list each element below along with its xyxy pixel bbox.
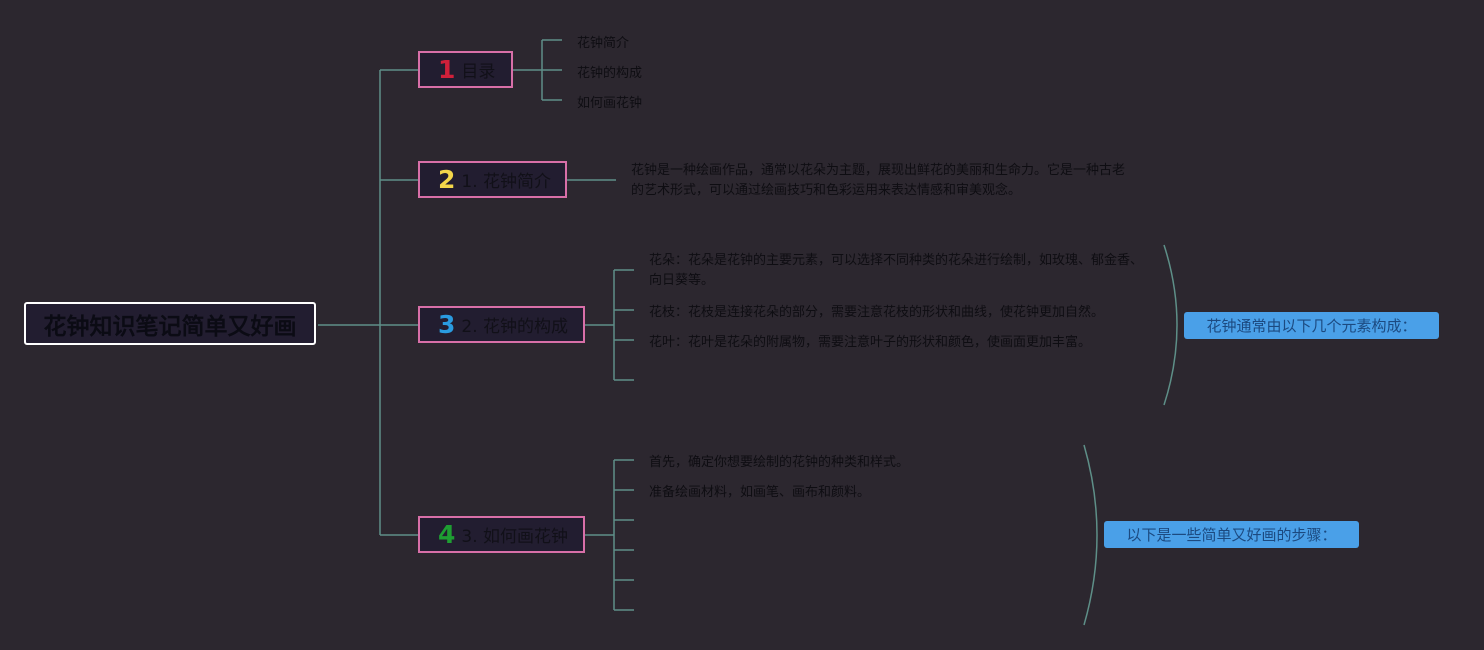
branch-4-summary-label: 以下是一些简单又好画的步骤： (1126, 526, 1337, 544)
branch-4-label: 3. 如何画花钟 (461, 527, 569, 547)
summary-bracket-b3 (1163, 244, 1178, 406)
branch-3-item-2[interactable]: 花枝：花枝是连接花朵的部分，需要注意花枝的形状和曲线，使花钟更加自然。 (649, 305, 1105, 320)
branch-3-label: 2. 花钟的构成 (461, 317, 569, 337)
root-topic[interactable]: 花钟知识笔记简单又好画 (24, 302, 316, 345)
branch-3-item-1[interactable]: 花朵：花朵是花钟的主要元素，可以选择不同种类的花朵进行绘制，如玫瑰、郁金香、向日… (649, 253, 1144, 288)
branch-3-summary[interactable]: 花钟通常由以下几个元素构成： (1184, 312, 1439, 339)
branch-3-summary-label: 花钟通常由以下几个元素构成： (1206, 317, 1417, 335)
branch-1-item-1[interactable]: 花钟简介 (577, 36, 630, 51)
branch-1-label: 目录 (461, 62, 496, 82)
branch-1-toc[interactable]: 1 目录 (418, 51, 513, 88)
branch-3-number: 3 (438, 310, 456, 339)
branch-4-number: 4 (438, 520, 456, 549)
summary-bracket-b4 (1083, 444, 1098, 626)
branch-4-summary[interactable]: 以下是一些简单又好画的步骤： (1104, 521, 1359, 548)
root-title: 花钟知识笔记简单又好画 (43, 313, 297, 340)
branch-2-label: 1. 花钟简介 (461, 172, 552, 192)
branch-4-item-2[interactable]: 准备绘画材料，如画笔、画布和颜料。 (649, 485, 871, 500)
branch-2-intro[interactable]: 2 1. 花钟简介 (418, 161, 567, 198)
branch-4-howto[interactable]: 4 3. 如何画花钟 (418, 516, 585, 553)
branch-2-text[interactable]: 花钟是一种绘画作品，通常以花朵为主题，展现出鲜花的美丽和生命力。它是一种古老的艺… (631, 163, 1126, 198)
branch-2-number: 2 (438, 165, 456, 194)
branch-3-item-3[interactable]: 花叶：花叶是花朵的附属物，需要注意叶子的形状和颜色，使画面更加丰富。 (649, 335, 1092, 350)
branch-3-composition[interactable]: 3 2. 花钟的构成 (418, 306, 585, 343)
branch-4-item-1[interactable]: 首先，确定你想要绘制的花钟的种类和样式。 (649, 455, 910, 470)
branch-1-item-2[interactable]: 花钟的构成 (577, 66, 643, 81)
branch-1-number: 1 (438, 55, 456, 84)
branch-1-item-3[interactable]: 如何画花钟 (577, 96, 643, 111)
